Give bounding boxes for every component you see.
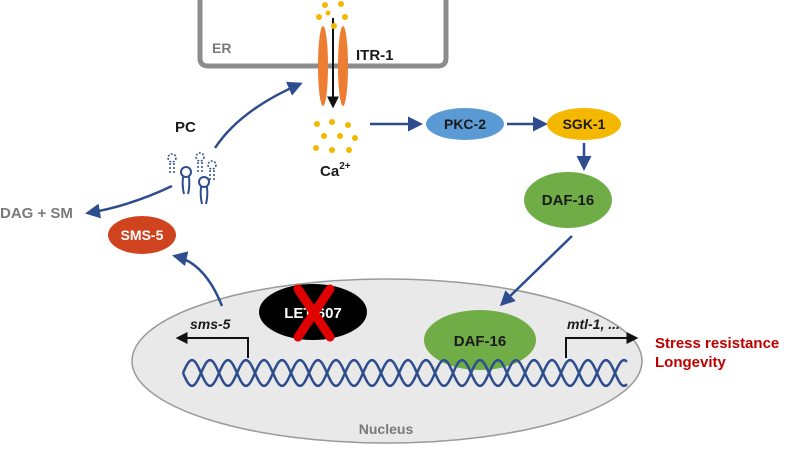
itr1-channel bbox=[318, 18, 348, 109]
daf16-nucleus-label: DAF-16 bbox=[454, 333, 507, 350]
pc-label: PC bbox=[175, 119, 196, 136]
mtl1-gene-label: mtl-1, ... bbox=[567, 316, 620, 332]
mtl1-promoter-arrow bbox=[565, 332, 639, 358]
sgk1-label: SGK-1 bbox=[563, 116, 606, 132]
arrow-gene-to-sms5 bbox=[172, 251, 224, 307]
sms5-protein-label: SMS-5 bbox=[121, 227, 164, 243]
arrow-daf16-translocation bbox=[499, 235, 573, 307]
arrow-pc-to-dag-sm bbox=[85, 184, 173, 219]
sms5-protein-node: SMS-5 bbox=[108, 216, 176, 254]
dag-sm-label: DAG + SM bbox=[0, 205, 73, 222]
dna-helix bbox=[181, 358, 628, 388]
daf16-cytoplasm-label: DAF-16 bbox=[542, 192, 595, 209]
dna-strand bbox=[181, 358, 628, 388]
pkc2-label: PKC-2 bbox=[444, 116, 486, 132]
itr1-label: ITR-1 bbox=[356, 47, 394, 64]
inhibition-x-icon bbox=[293, 284, 335, 342]
nucleus-label: Nucleus bbox=[359, 421, 414, 437]
pkc2-node: PKC-2 bbox=[426, 108, 504, 140]
calcium-ion-icon bbox=[313, 1, 358, 153]
stress-resistance-label: Stress resistance bbox=[655, 335, 779, 352]
er-label: ER bbox=[212, 40, 231, 56]
sgk1-node: SGK-1 bbox=[547, 108, 621, 140]
arrow-pc-to-itr1 bbox=[213, 81, 303, 149]
sms5-gene-label: sms-5 bbox=[190, 316, 231, 332]
dna-strand bbox=[181, 358, 628, 388]
longevity-label: Longevity bbox=[655, 354, 726, 371]
calcium-label: Ca2+ bbox=[320, 161, 351, 180]
phosphatidylcholine-lipid-icon bbox=[167, 152, 217, 205]
sms5-promoter-arrow bbox=[175, 332, 249, 358]
daf16-nucleus-node: DAF-16 bbox=[424, 310, 536, 370]
daf16-cytoplasm-node: DAF-16 bbox=[524, 172, 612, 228]
